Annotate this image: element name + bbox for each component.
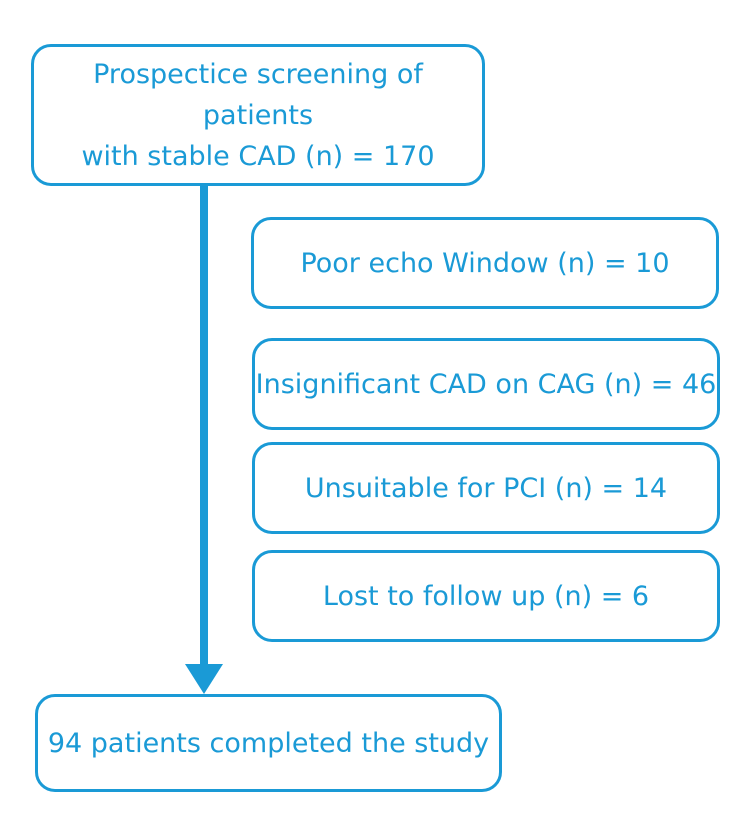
exclusion-label-poor-echo: Poor echo Window (n) = 10: [300, 247, 670, 279]
screening-line-2: with stable CAD (n) = 170: [81, 140, 435, 172]
exclusion-label-insignificant-cad: Insignificant CAD on CAG (n) = 46: [255, 368, 717, 400]
exclusion-box-unsuitable-pci: Unsuitable for PCI (n) = 14: [252, 442, 720, 534]
screening-box: Prospectice screening of patients with s…: [31, 44, 485, 186]
exclusion-label-lost-follow-up: Lost to follow up (n) = 6: [322, 580, 650, 612]
exclusion-box-insignificant-cad: Insignificant CAD on CAG (n) = 46: [252, 338, 720, 430]
completed-box: 94 patients completed the study: [35, 694, 502, 792]
screening-line-1: Prospectice screening of patients: [93, 58, 423, 131]
exclusion-label-unsuitable-pci: Unsuitable for PCI (n) = 14: [304, 472, 668, 504]
flow-arrow-head: [185, 664, 223, 694]
completed-label: 94 patients completed the study: [47, 727, 490, 759]
screening-text: Prospectice screening of patients with s…: [34, 54, 482, 177]
exclusion-box-lost-follow-up: Lost to follow up (n) = 6: [252, 550, 720, 642]
exclusion-box-poor-echo: Poor echo Window (n) = 10: [251, 217, 719, 309]
